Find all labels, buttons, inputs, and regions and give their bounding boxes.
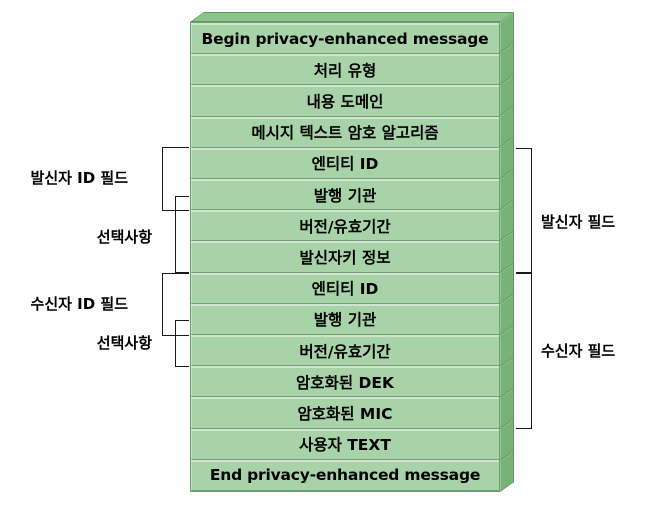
stack-row: 엔티티 ID [191, 148, 499, 179]
stack-row: 버전/유효기간 [191, 335, 499, 366]
stack-row: 엔티티 ID [191, 273, 499, 304]
stack-top-face [190, 12, 514, 22]
label-receiver-fields: 수신자 필드 [541, 342, 616, 360]
stack-row: End privacy-enhanced message [191, 460, 499, 491]
bracket-receiver-fields [516, 273, 532, 429]
bracket-receiver-optional [175, 320, 189, 367]
bracket-sender-fields [516, 148, 532, 273]
label-sender-optional: 선택사항 [96, 228, 152, 246]
stack-row: 발신자키 정보 [191, 241, 499, 272]
stack-row: 사용자 TEXT [191, 429, 499, 460]
stack-row: 메시지 텍스트 암호 알고리즘 [191, 117, 499, 148]
stack-side-face [500, 12, 514, 493]
stack-row: 처리 유형 [191, 54, 499, 85]
label-sender-id-field: 발신자 ID 필드 [30, 169, 128, 187]
stack-row: 발행 기관 [191, 179, 499, 210]
label-receiver-optional: 선택사항 [96, 334, 152, 352]
stack-row: 버전/유효기간 [191, 210, 499, 241]
stack-row: 발행 기관 [191, 304, 499, 335]
label-sender-fields: 발신자 필드 [541, 213, 616, 231]
stack-row: 암호화된 MIC [191, 397, 499, 428]
label-receiver-id-field: 수신자 ID 필드 [30, 295, 128, 313]
stack-row: Begin privacy-enhanced message [191, 23, 499, 54]
stack-row: 내용 도메인 [191, 85, 499, 116]
stack-row: 암호화된 DEK [191, 366, 499, 397]
bracket-sender-optional [175, 196, 189, 273]
